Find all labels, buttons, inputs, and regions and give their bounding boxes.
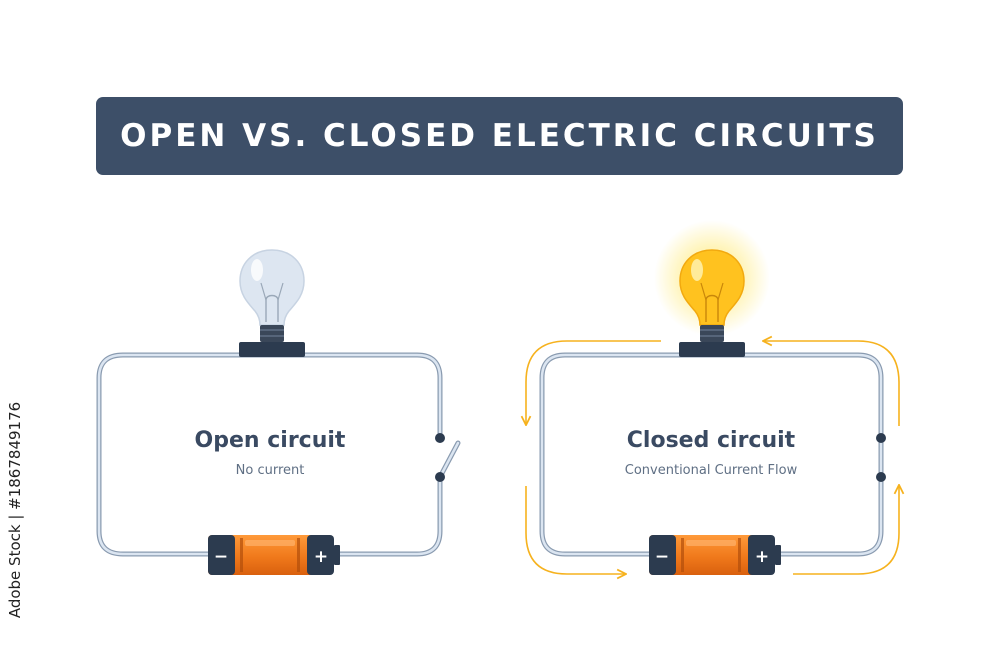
bulb-on-icon: [679, 249, 745, 357]
open-circuit-label: Open circuit: [194, 428, 346, 453]
page-title: OPEN VS. CLOSED ELECTRIC CIRCUITS: [120, 118, 879, 154]
title-banner: OPEN VS. CLOSED ELECTRIC CIRCUITS: [96, 97, 903, 175]
switch-contact-top: [435, 433, 445, 443]
closed-battery-icon: [649, 535, 781, 575]
open-circuit-sublabel: No current: [235, 463, 305, 478]
open-wire: [97, 353, 442, 556]
closed-switch-contact-top: [876, 433, 886, 443]
stock-id-text: Adobe Stock | #1867849176: [6, 401, 24, 619]
closed-wire-outline: [539, 352, 884, 557]
closed-battery-positive: +: [755, 547, 769, 567]
open-wire-outline: [96, 352, 443, 557]
arrow-top-right-icon: [764, 341, 900, 426]
closed-wire: [540, 353, 883, 556]
open-battery-negative: −: [214, 547, 228, 567]
open-circuit: − +: [96, 249, 461, 575]
closed-circuit-label: Closed circuit: [626, 428, 796, 453]
stock-id-watermark: Adobe Stock | #1867849176: [2, 402, 28, 618]
closed-battery-negative: −: [655, 547, 669, 567]
open-battery-icon: [208, 535, 340, 575]
open-battery-positive: +: [314, 547, 328, 567]
arrow-top-left-icon: [526, 340, 661, 424]
switch-contact-bottom: [435, 472, 445, 482]
closed-circuit: − +: [526, 220, 899, 575]
arrow-bottom-left-icon: [525, 486, 625, 574]
closed-circuit-sublabel: Conventional Current Flow: [624, 463, 798, 478]
arrow-bottom-right-icon: [793, 486, 899, 575]
bulb-off-icon: [239, 249, 305, 357]
current-flow-arrows: [526, 341, 899, 574]
closed-switch-contact-bottom: [876, 472, 886, 482]
